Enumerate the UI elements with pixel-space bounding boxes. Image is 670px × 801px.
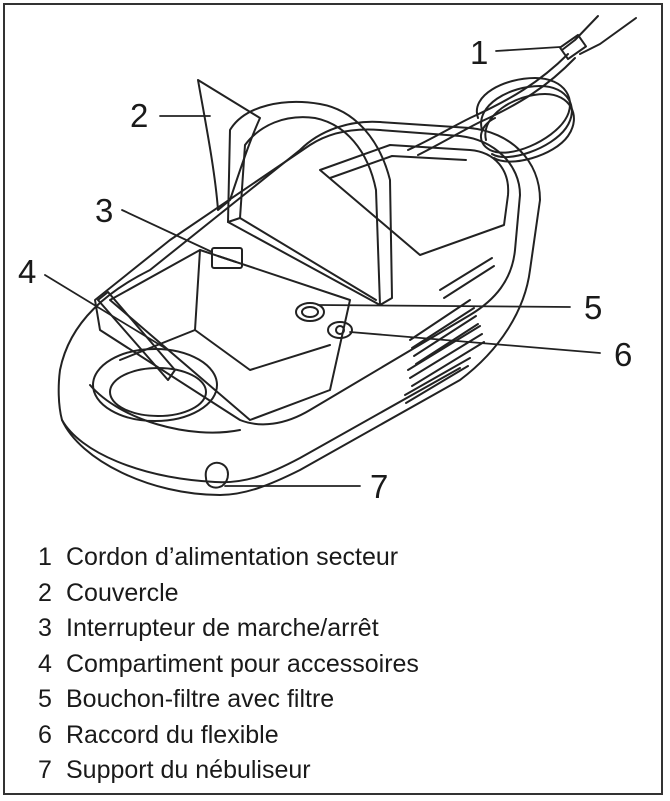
legend-label: Couvercle	[66, 578, 179, 607]
callout-number-4: 4	[18, 253, 37, 290]
side-vents-drawing	[404, 257, 495, 404]
leader-line-3	[121, 209, 213, 253]
callout-number-1: 1	[470, 34, 489, 71]
callout-number-7: 7	[370, 468, 389, 505]
legend-item-5: 5 Bouchon-filtre avec filtre	[38, 682, 419, 718]
legend-number: 7	[38, 756, 52, 784]
legend-item-1: 1 Cordon d’alimentation secteur	[38, 540, 419, 576]
legend-label: Cordon d’alimentation secteur	[66, 543, 399, 571]
legend-number: 5	[38, 685, 52, 713]
callout-number-6: 6	[614, 336, 633, 373]
legend-number: 3	[38, 614, 52, 642]
legend-label: Interrupteur de marche/arrêt	[66, 614, 379, 642]
legend-label: Compartiment pour accessoires	[66, 649, 419, 678]
callout-number-3: 3	[95, 192, 114, 229]
ports-drawing	[295, 302, 353, 339]
callout-number-2: 2	[130, 97, 149, 134]
legend-number: 1	[38, 543, 52, 571]
leader-line-6	[349, 331, 601, 354]
legend-item-2: 2 Couvercle	[38, 576, 419, 612]
legend-item-6: 6 Raccord du flexible	[38, 718, 419, 754]
leader-line-5	[317, 304, 571, 308]
legend-label: Support du nébuliseur	[66, 756, 311, 784]
switch-drawing	[211, 247, 243, 269]
legend-number: 2	[38, 578, 52, 607]
legend-number: 6	[38, 720, 52, 749]
device-body-drawing	[57, 120, 541, 496]
leader-lines	[44, 46, 601, 487]
leader-line-4	[44, 274, 166, 349]
leader-line-1	[495, 46, 561, 52]
legend-label: Raccord du flexible	[66, 720, 279, 749]
lid-drawing	[197, 79, 393, 306]
legend-item-4: 4 Compartiment pour accessoires	[38, 647, 419, 683]
legend-item-3: 3 Interrupteur de marche/arrêt	[38, 611, 419, 647]
callout-number-5: 5	[584, 289, 603, 326]
parts-legend: 1 Cordon d’alimentation secteur 2 Couvercl…	[38, 540, 419, 789]
legend-label: Bouchon-filtre avec filtre	[66, 685, 335, 713]
legend-number: 4	[38, 649, 52, 678]
legend-item-7: 7 Support du nébuliseur	[38, 753, 419, 789]
power-cord-drawing	[407, 15, 637, 163]
